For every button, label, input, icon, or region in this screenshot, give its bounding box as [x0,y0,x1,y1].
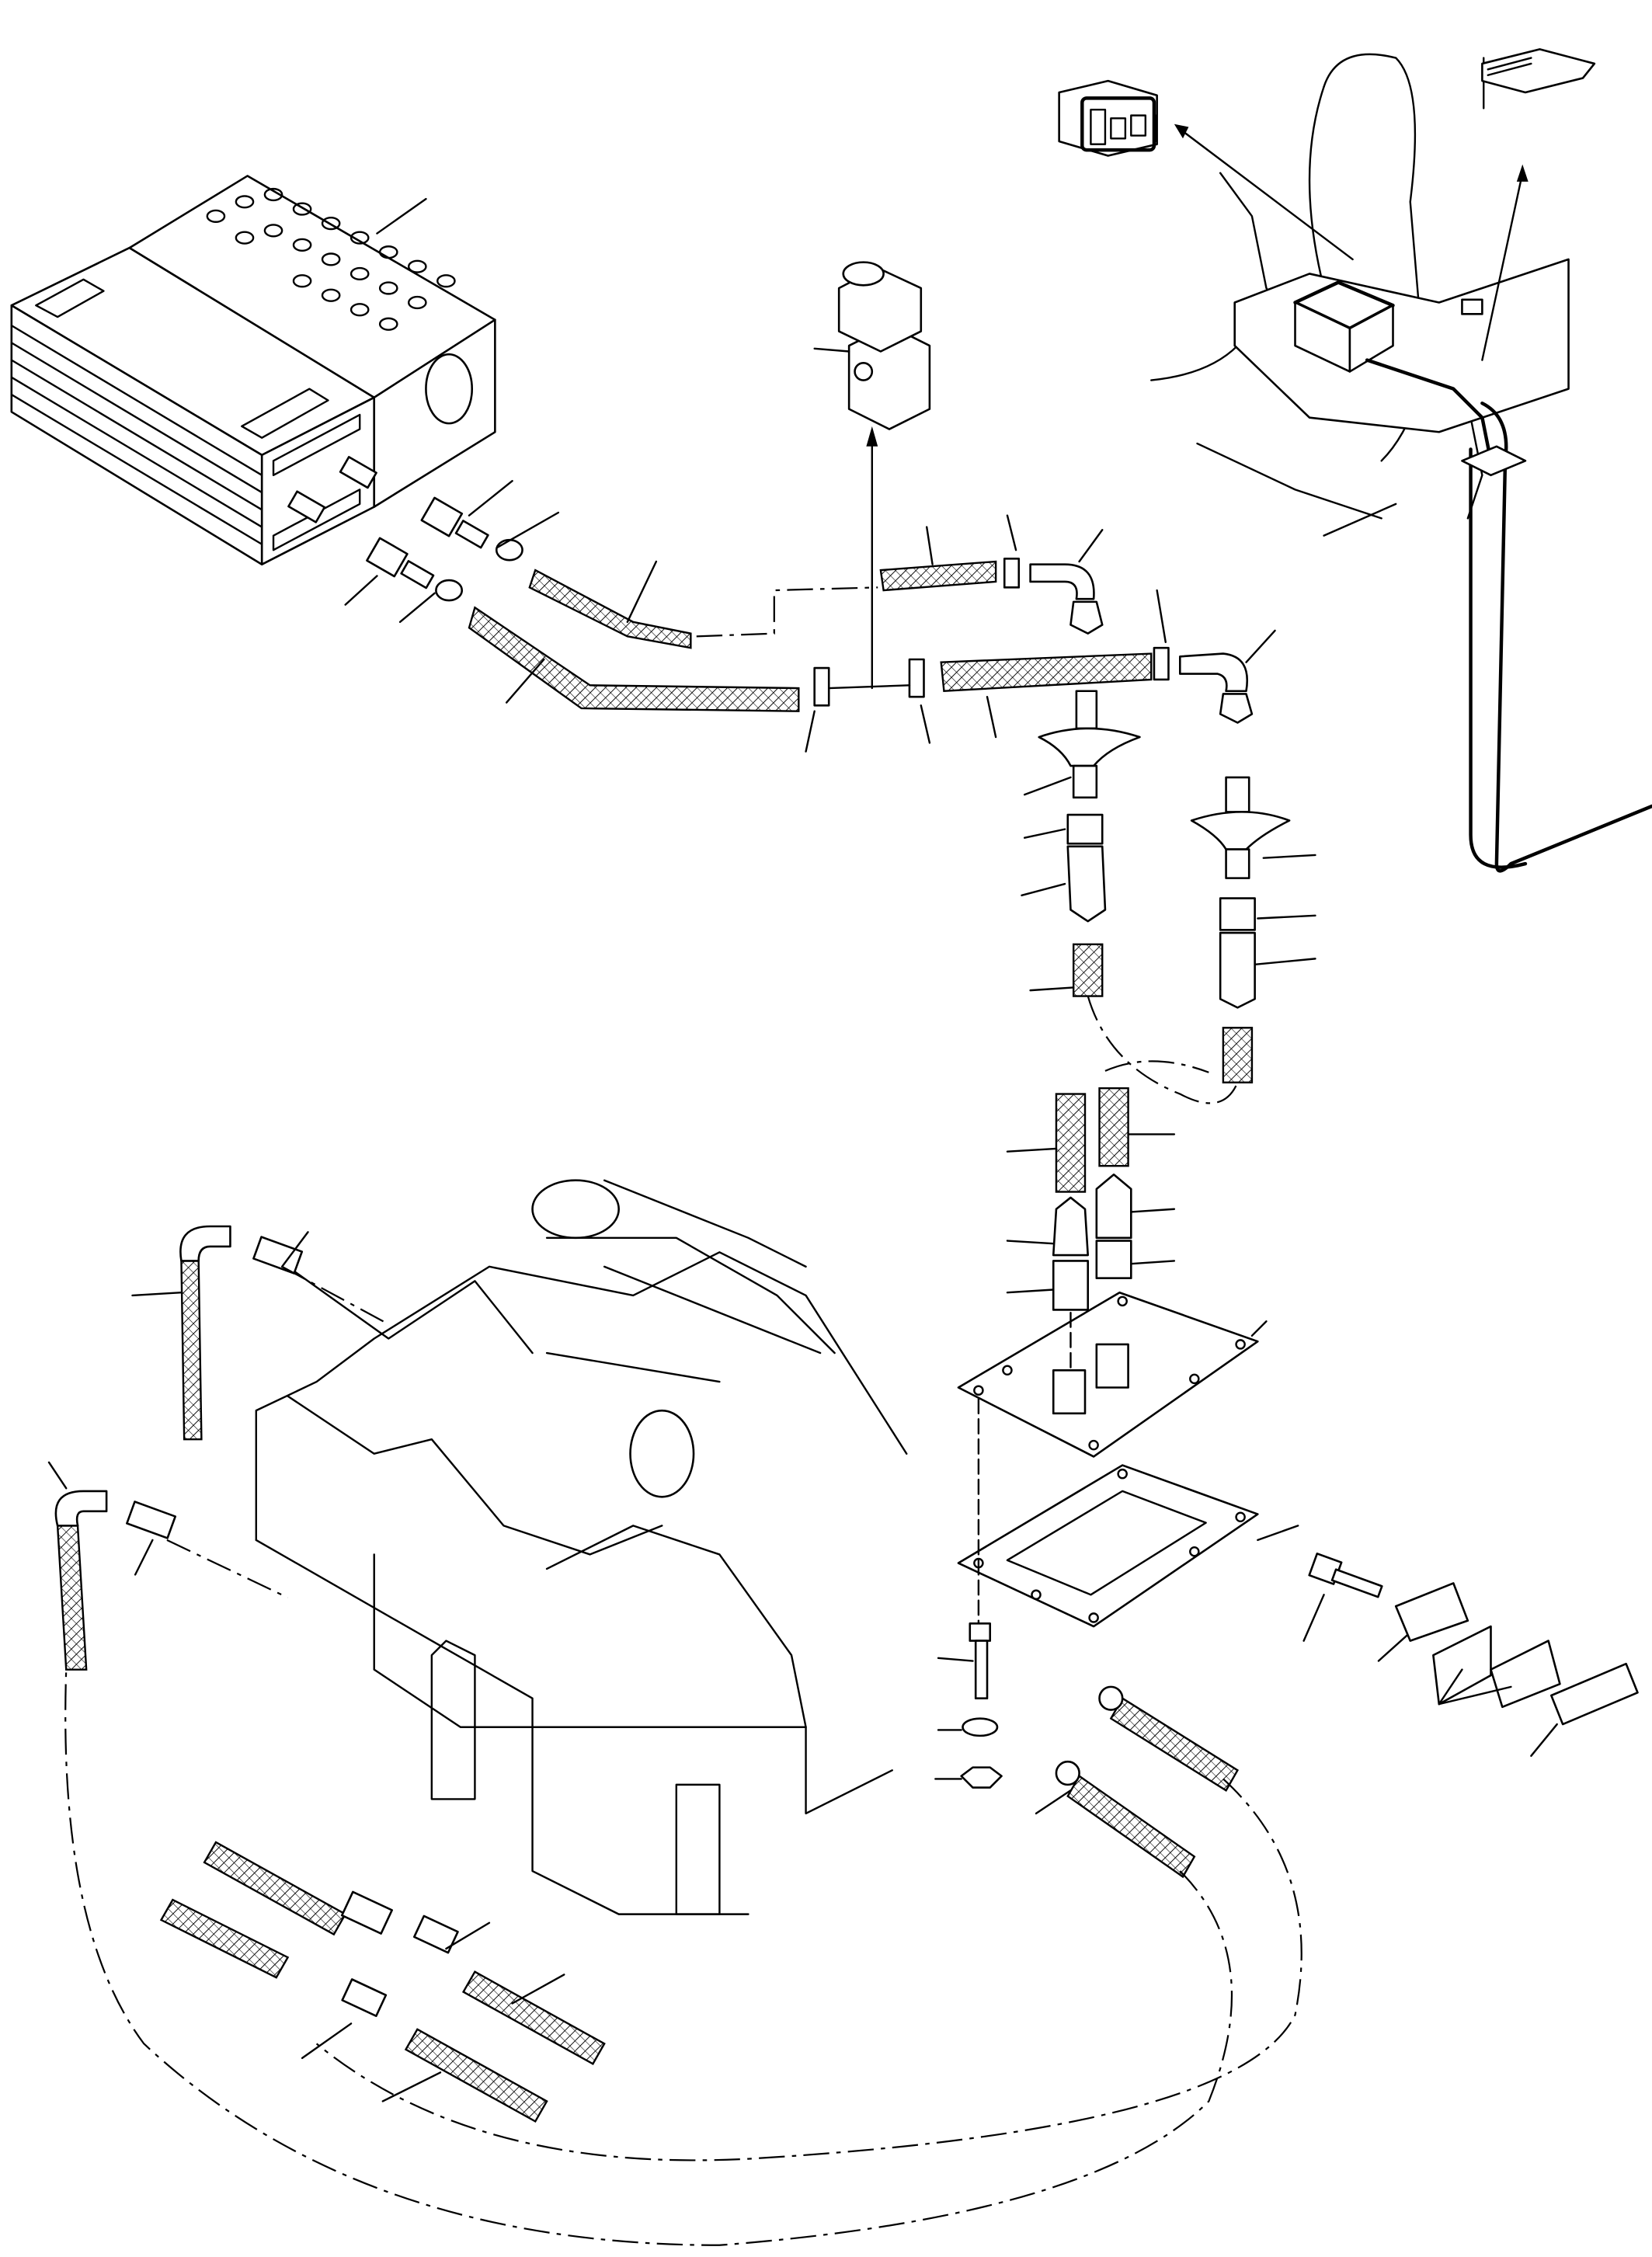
heater-unit [10,175,496,566]
bulkhead-connectors [1021,690,1316,1104]
hose-clamp-parts [1302,1553,1639,1758]
lower-hoses [64,1669,1302,2246]
heater-switch [1481,48,1596,94]
control-console [1233,258,1652,873]
mounting-plate-assembly [934,1087,1299,1789]
engine-side-hoses [47,1225,606,2123]
heater-hose-fittings [287,456,800,712]
heater-control-panel [1058,57,1529,361]
heater-grille-holes [206,187,456,331]
water-valve [813,261,931,690]
upper-hose-assembly [696,514,1276,753]
heater-fan-outlet [425,353,474,425]
operator-seat [1150,53,1483,537]
engine [255,1179,908,1915]
